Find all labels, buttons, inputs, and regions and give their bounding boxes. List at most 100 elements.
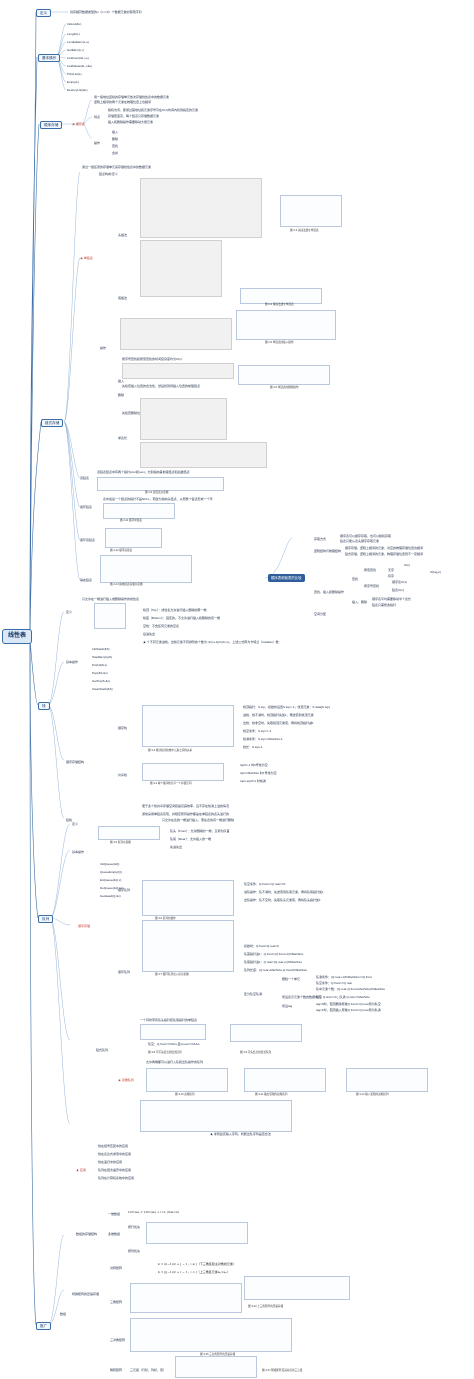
queue-ops-label[interactable]: 基本操作 — [72, 850, 85, 854]
queue-feature: 先进先出 — [170, 845, 183, 849]
array-label[interactable]: 数组 — [60, 1312, 67, 1316]
static-linked-label[interactable]: 静态链表 — [80, 578, 93, 582]
figure-linked-queue-1 — [140, 1024, 206, 1040]
comparison-val: 链表只能从表头顺序存取元素 — [340, 539, 380, 543]
branch-basic-ops[interactable]: 基本操作 — [38, 54, 61, 62]
compress-label[interactable]: 特殊矩阵的压缩存储 — [72, 1292, 100, 1296]
stack-term: 空栈：不含任何元素的空表 — [143, 624, 180, 628]
doubly-linked-label[interactable]: 双链表 — [80, 476, 90, 480]
caption-doubly: 图 2-9 双链表示意图 — [145, 491, 169, 494]
singly-length: 求表长 — [118, 436, 128, 440]
code-snippet-tail-insert — [140, 240, 222, 297]
basic-op-item: InitList(&L) — [67, 22, 82, 26]
queue-circ-item: 队列长度：(Q.rear+MaxSize-Q.front)%MaxSize — [244, 968, 308, 972]
comparison-val: 顺序表O(1) — [392, 580, 408, 584]
stack-storage-label[interactable]: 顺序存储结构 — [66, 760, 85, 764]
branch-seq-storage[interactable]: 顺序存储 — [40, 121, 63, 129]
app-item: 队列在层次遍历中的应用 — [98, 1168, 132, 1172]
sym-formula: k = i(i−1)/2 + j − 1，i ≥ j（下三角区和主对角线元素） — [158, 1262, 236, 1266]
queue-seq-item: 出队操作：队不空时，先取队头元素值，再将队头指针加1 — [244, 898, 321, 902]
queue-term: 队尾（Rear）：允许插入的一端 — [170, 837, 212, 841]
queue-full-item: tag=0时，若因删除导致Q.front==Q.rear则为队空 — [316, 1002, 381, 1006]
comparison-val: 插入、删除 — [352, 600, 368, 604]
comparison-key: 空间分配 — [314, 612, 327, 616]
figure-deque-3 — [346, 1068, 428, 1092]
queue-seq-item: 进队操作：队不满时，先送值到队尾元素，再将队尾指针加1 — [244, 890, 324, 894]
singly-linked-label[interactable]: ★ 单链表 — [80, 256, 93, 260]
branch-linked-storage[interactable]: 链式存储 — [41, 419, 64, 427]
queue-def: 只允许在表的一端进行插入，而在表的另一端进行删除 — [162, 818, 235, 822]
queue-op: DeQueue(&Q,&x) — [100, 886, 124, 890]
queue-def-label[interactable]: 定义 — [72, 822, 79, 826]
basic-op-item: Empty(L) — [67, 80, 80, 84]
seq-list-label[interactable]: ★ 顺序表 — [72, 122, 85, 126]
stack-shared-item: top1-top0=1 时栈满 — [240, 779, 266, 783]
stack-seq-label[interactable]: 顺序栈 — [118, 726, 128, 730]
queue-circ-item: 队尾指针进1：Q.rear=(Q.rear+1)%MaxSize — [244, 960, 303, 964]
definition-text: 具有相同数据类型的n（n>=0）个数据元素的有限序列 — [70, 10, 142, 14]
app-item: 栈在表达式求值中的应用 — [98, 1152, 132, 1156]
queue-full-item: tag=1时，若因插入导致Q.front==Q.rear则为队满 — [316, 1008, 381, 1012]
caption-triangular: 图 3-23 上三角矩阵的压缩存储 — [248, 1305, 284, 1308]
root-node-linear-list[interactable]: 线性表 — [2, 629, 33, 644]
comparison-key: 逻辑结构与物理结构 — [314, 549, 342, 553]
doubly-note: 双链表结点中有两个指针prior和next，分别指向其前驱结点和后继结点 — [97, 470, 190, 474]
figure-tail-insert — [240, 288, 322, 304]
app-item: 队列在计算机系统中的应用 — [98, 1176, 135, 1180]
queue-op: GetHead(Q,&x) — [100, 894, 121, 898]
queue-seq-label[interactable]: 顺序存储 — [78, 924, 91, 928]
apps-label[interactable]: ★ 应用 — [76, 1168, 86, 1172]
stack-seq-item: 栈顶指针：S.top，初始时设置S.top=-1；栈顶元素：S.data[S.t… — [243, 705, 330, 709]
figure-shared-stack — [142, 763, 224, 781]
code-snippet-misc — [140, 442, 267, 468]
singly-tail-insert: 尾插法 — [118, 296, 128, 300]
figure-circular-queue — [142, 920, 234, 972]
stack-shared-item: top1=MaxSize 时1号栈为空 — [240, 771, 277, 775]
branch-definition[interactable]: 定义 — [36, 9, 52, 17]
comparison-node[interactable]: 顺序表和链表的比较 — [268, 574, 305, 582]
singly-def: 结点构成/定义 — [99, 172, 118, 176]
comparison-val: 有序 — [388, 574, 395, 578]
sym-formula: k = j(j−1)/2 + i − 1，i < j（上三角区元素aᵢⱼ=aⱼᵢ… — [158, 1270, 230, 1274]
queue-full-item: 队空 Q.size==0；队满 Q.size==MaxSize — [316, 995, 370, 999]
stack-def-label[interactable]: 定义 — [66, 610, 73, 614]
circular-doubly-label[interactable]: 循环双链表 — [80, 538, 96, 542]
comparison-val: 顺序表可以顺序存取，也可以随机存取 — [340, 534, 392, 538]
queue-full-item: 增设tag — [282, 1004, 293, 1008]
stack-feature: 后进先出 — [143, 632, 156, 636]
branch-extension[interactable]: 推广 — [36, 1322, 52, 1330]
queue-full-label[interactable]: 区分队空队满 — [244, 992, 263, 996]
caption-tridiagonal: 图 3-25 三对角矩阵的压缩存储 — [200, 1353, 236, 1356]
branch-stack[interactable]: 栈 — [38, 702, 50, 710]
comparison-key: 存取方式 — [314, 537, 327, 541]
stack-ops-label[interactable]: 基本操作 — [66, 660, 79, 664]
stack-linked-label[interactable]: 链栈 — [66, 818, 73, 822]
caption-head-insert: 图 2-3 头插法建立单链表 — [290, 229, 319, 232]
caption-linked-queue-1: 图 3-8 不带头结点的链式队列 — [148, 1051, 182, 1054]
seq-op: 删除 — [112, 137, 119, 141]
queue-linked-label[interactable]: 链式队列 — [96, 1048, 109, 1052]
tridiagonal-label: 三对角矩阵 — [110, 1338, 126, 1342]
code-snippet-insert — [120, 318, 232, 350]
singly-delete: 删除 — [118, 393, 125, 397]
code-snippet-length — [140, 398, 227, 440]
seq-intro: 用一组地址连续的存储单元依次存储线性表中的数据元素 — [94, 95, 170, 99]
col-major-label: 按列优先 — [128, 1249, 141, 1253]
triangular-label: 三角矩阵 — [110, 1300, 123, 1304]
symmetric-label: 对称矩阵 — [110, 1266, 123, 1270]
stack-op: InitStack(&S) — [92, 647, 110, 651]
queue-seq-queue[interactable]: 顺序队列 — [118, 888, 131, 892]
caption-linked-queue-2: 图 3-9 带头结点的链式队列 — [240, 1051, 272, 1054]
circular-linked-label[interactable]: 循环链表 — [80, 505, 93, 509]
figure-seq-stack — [142, 705, 234, 747]
caption-delete: 图 2-6 单链表的删除操作 — [270, 386, 299, 389]
app-item: 栈在括号匹配中的应用 — [98, 1144, 129, 1148]
deque-label[interactable]: ★ 双端队列 — [118, 1078, 134, 1082]
array-storage-label[interactable]: 数组的存储结构 — [76, 1232, 98, 1236]
circular-note: 表中最后一个结点的指针不是NULL，而改为指向头结点，从而整个链表形成一个环 — [103, 497, 213, 501]
stack-shared-label[interactable]: 共享栈 — [118, 773, 128, 777]
queue-circular-label[interactable]: 循环队列 — [118, 970, 131, 974]
seq-op: 插入 — [112, 130, 119, 134]
branch-queue[interactable]: 队列 — [38, 915, 54, 923]
